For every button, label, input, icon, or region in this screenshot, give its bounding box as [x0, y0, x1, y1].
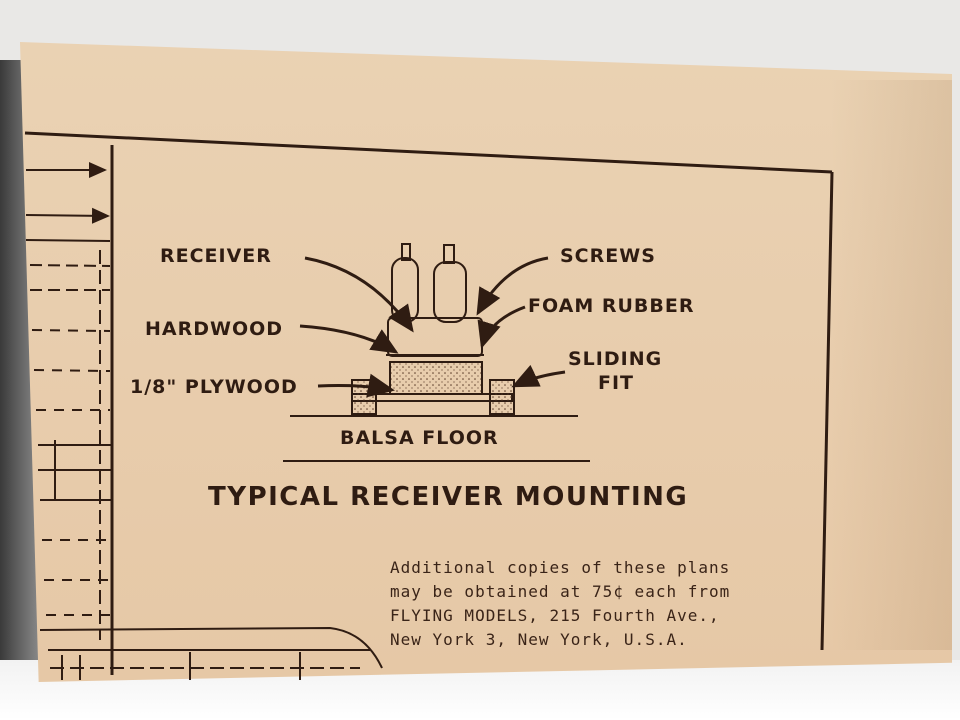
sliding-label: SLIDING	[568, 348, 663, 370]
plywood-label: 1/8" PLYWOOD	[130, 376, 298, 398]
note-line: New York 3, New York, U.S.A.	[390, 630, 688, 649]
receiver-assembly	[283, 243, 590, 462]
note-line: may be obtained at 75¢ each from	[390, 582, 731, 601]
fit-label: FIT	[598, 372, 635, 394]
hardwood-label: HARDWOOD	[145, 318, 284, 340]
drawing-title: TYPICAL RECEIVER MOUNTING	[208, 482, 689, 512]
copies-note: Additional copies of these plans may be …	[390, 556, 830, 652]
screws-label: SCREWS	[560, 245, 656, 267]
paper-shadow	[830, 80, 952, 650]
plan-sheet	[20, 42, 952, 682]
fuselage-plan-fragment	[25, 162, 383, 680]
receiver-label: RECEIVER	[160, 245, 272, 267]
balsa-floor-label: BALSA FLOOR	[340, 427, 499, 449]
leader-arrows	[299, 256, 566, 398]
note-line: FLYING MODELS, 215 Fourth Ave.,	[390, 606, 720, 625]
foam-rubber-label: FOAM RUBBER	[528, 295, 695, 317]
note-line: Additional copies of these plans	[390, 558, 731, 577]
plan-border	[24, 131, 834, 675]
